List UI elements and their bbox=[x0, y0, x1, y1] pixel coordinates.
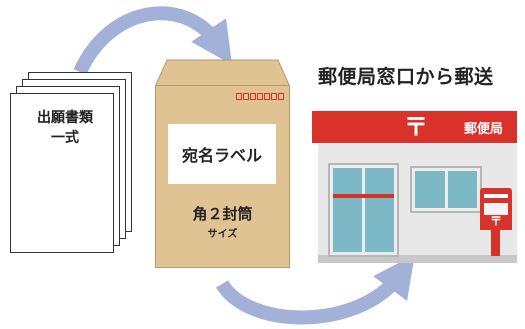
door-divider bbox=[362, 165, 365, 255]
document-sheet-front bbox=[10, 93, 114, 253]
post-office-base bbox=[318, 255, 517, 263]
post-office-sign-text: 郵便局 bbox=[464, 122, 504, 137]
postal-mark-icon: 〒 bbox=[404, 113, 428, 141]
postal-code-boxes bbox=[236, 93, 284, 100]
address-label-text: 宛名ラベル bbox=[181, 146, 262, 165]
mailbox-slot bbox=[484, 194, 508, 198]
bottom-flow-arrow bbox=[216, 254, 415, 325]
envelope-flap bbox=[155, 59, 290, 88]
envelope-size: 角２封筒 bbox=[192, 205, 253, 223]
documents-label-line1: 出願書類 bbox=[37, 110, 93, 126]
post-office-title: 郵便局窓口から郵送 bbox=[318, 66, 494, 88]
post-office-sign bbox=[312, 111, 517, 143]
documents-label: 出願書類 一式 bbox=[10, 108, 120, 148]
top-flow-arrow bbox=[73, 6, 233, 76]
door-red-bar bbox=[333, 194, 394, 198]
address-label: 宛名ラベル bbox=[168, 124, 276, 184]
documents-label-line2: 一式 bbox=[51, 130, 79, 146]
mailbox-panel bbox=[484, 203, 508, 215]
mailbox-postal-mark-icon: 〒 bbox=[489, 214, 502, 228]
envelope-size-note: サイズ bbox=[207, 229, 238, 240]
window-divider bbox=[445, 168, 448, 211]
mailbox-post bbox=[491, 230, 500, 256]
